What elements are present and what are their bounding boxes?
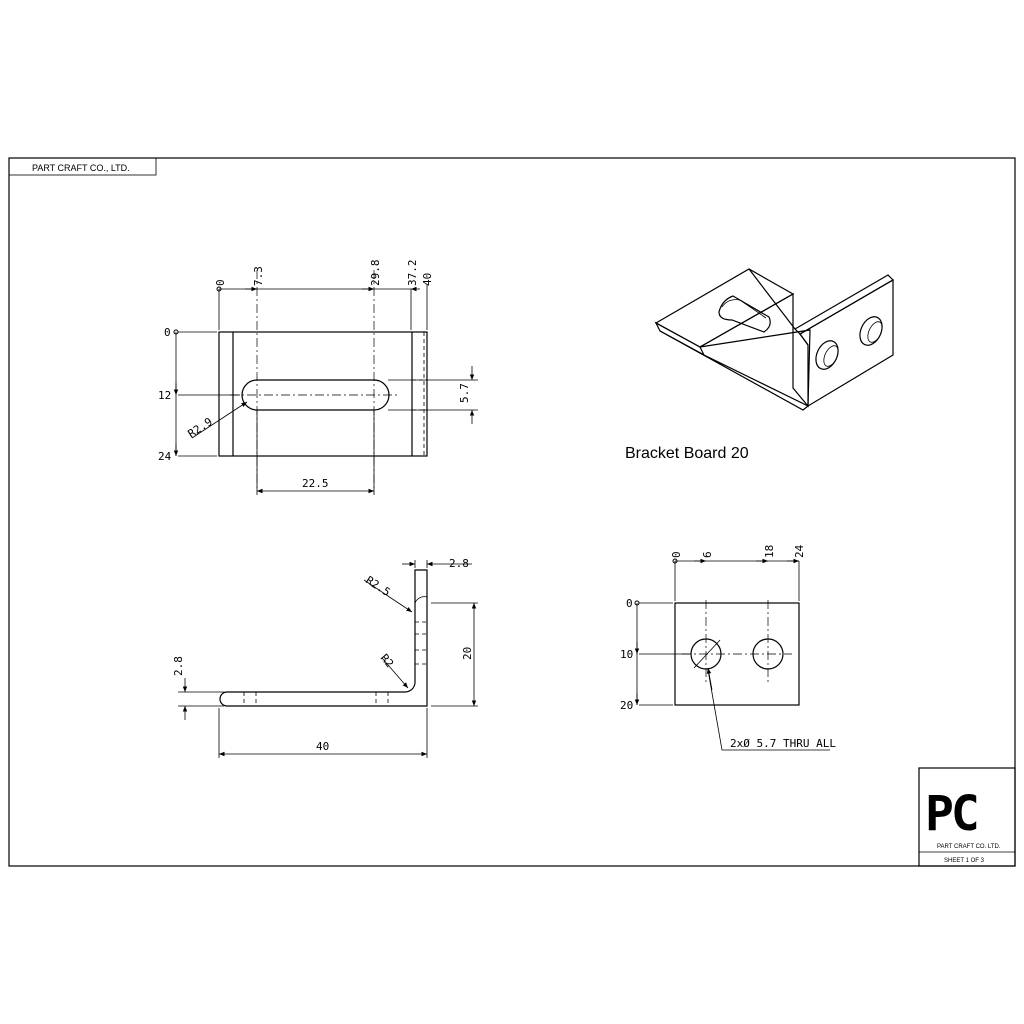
- side-height-dim: 20: [461, 647, 474, 660]
- side-thickness-top: 2.8: [449, 557, 469, 570]
- top-x-ord-37-2: 37.2: [406, 260, 419, 287]
- end-y-ord-0: 0: [626, 597, 633, 610]
- top-x-ord-40: 40: [421, 273, 434, 286]
- top-y-ord-0: 0: [164, 326, 171, 339]
- slot-length-dim: 22.5: [302, 477, 329, 490]
- title-company-name: PART CRAFT CO. LTD.: [937, 844, 1001, 850]
- top-x-ord-29-8: 29.8: [369, 260, 382, 287]
- slot-width-dim: 5.7: [458, 383, 471, 403]
- sheet-label: SHEET 1 OF 3: [944, 858, 985, 864]
- end-x-ord-0: 0: [670, 551, 683, 558]
- company-tab-label: PART CRAFT CO., LTD.: [32, 163, 130, 173]
- title-block: PC PART CRAFT CO. LTD. SHEET 1 OF 3: [918, 767, 1016, 867]
- logo: PC: [925, 786, 977, 842]
- hole-callout: 2xØ 5.7 THRU ALL: [730, 737, 836, 750]
- top-y-ord-24: 24: [158, 450, 172, 463]
- side-length-dim: 40: [316, 740, 329, 753]
- end-x-ord-24: 24: [793, 544, 806, 558]
- end-x-ord-6: 6: [701, 551, 714, 558]
- isometric-view: Bracket Board 20: [625, 268, 894, 462]
- end-y-ord-10: 10: [620, 648, 633, 661]
- end-view: 0 6 18 24 0 10 20 2xØ 5.7 THRU ALL: [620, 544, 836, 751]
- top-view: 0 7.3 29.8 37.2 40 0 12 24 5.7 22.5 R2.9: [158, 260, 478, 495]
- top-y-ord-12: 12: [158, 389, 171, 402]
- sheet-frame: PART CRAFT CO., LTD.: [8, 157, 1016, 867]
- iso-slot: [718, 295, 771, 333]
- part-title: Bracket Board 20: [625, 445, 749, 462]
- side-outer-radius: R2.5: [363, 574, 392, 599]
- top-x-ord-0: 0: [214, 279, 227, 286]
- side-thickness-left: 2.8: [172, 656, 185, 676]
- side-profile: [219, 569, 428, 707]
- side-inner-radius: R2: [378, 652, 396, 671]
- slot-radius-dim: R2.9: [186, 415, 215, 440]
- end-x-ord-18: 18: [763, 545, 776, 558]
- end-y-ord-20: 20: [620, 699, 633, 712]
- top-x-ord-7-3: 7.3: [252, 266, 265, 286]
- side-view: 2.8 R2.5 R2 20 2.8 40: [172, 557, 478, 758]
